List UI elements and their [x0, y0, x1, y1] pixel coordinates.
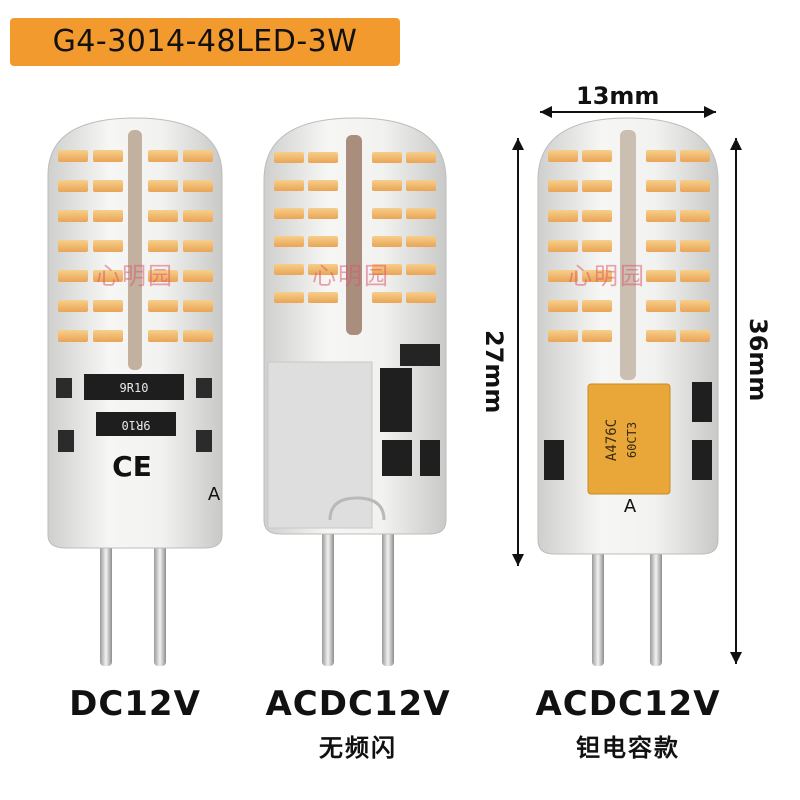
bulb-acdc12v-tantalum: A476C 60CT3 A — [537, 117, 719, 666]
bulb2-led-grid — [274, 152, 436, 303]
bulb2-pin-left — [322, 500, 334, 666]
bulb3-label: ACDC12V — [535, 684, 721, 724]
dimension-body-height — [512, 138, 524, 566]
bulb3-pin-left — [592, 520, 604, 666]
bulb3-center-spine — [620, 130, 636, 380]
bulb1-resistor-b-body — [96, 412, 176, 436]
bulb-dc12v: 9R10 9R10 CE A — [47, 117, 223, 666]
bulb2-sublabel: 无频闪 — [319, 734, 397, 762]
bulb2-pin-right — [382, 500, 394, 666]
bulb1-resistor-b-text: 9R10 — [122, 418, 151, 432]
product-title: G4-3014-48LED-3W — [52, 24, 358, 59]
bulb2-center-spine — [346, 135, 362, 335]
capacitor-marking-line2: 60CT3 — [625, 422, 639, 458]
title-badge: G4-3014-48LED-3W — [10, 18, 400, 66]
watermark-right: 心明园 — [568, 262, 646, 290]
bulb1-center-spine — [128, 130, 142, 370]
bulb2-transformer-block — [267, 361, 373, 529]
capacitor-marking-line1: A476C — [604, 419, 620, 461]
bulb1-resistor-a-text: 9R10 — [120, 381, 149, 395]
body-height-dimension-label: 27mm — [480, 330, 508, 414]
ce-mark: CE — [112, 450, 152, 483]
bulb1-led-grid — [58, 150, 213, 342]
watermark-center: 心明园 — [312, 262, 390, 290]
bulb3-pin-right — [650, 520, 662, 666]
watermark-left: 心明园 — [96, 262, 174, 290]
bulb3-pin-mark: A — [624, 496, 637, 517]
bulb-acdc12v-no-flicker — [263, 117, 447, 666]
bulb2-label: ACDC12V — [265, 684, 451, 724]
dimension-total-height — [730, 138, 742, 664]
width-dimension-label: 13mm — [576, 82, 660, 110]
bulb1-resistor-a-body — [84, 374, 184, 400]
bulb1-pin-mark: A — [208, 484, 221, 505]
total-height-dimension-label: 36mm — [744, 318, 772, 402]
tantalum-capacitor — [587, 383, 671, 495]
bulb3-led-grid — [548, 150, 710, 342]
dimension-width — [540, 106, 716, 118]
bulb3-sublabel: 钽电容款 — [576, 734, 680, 762]
bulb1-label: DC12V — [69, 684, 201, 724]
